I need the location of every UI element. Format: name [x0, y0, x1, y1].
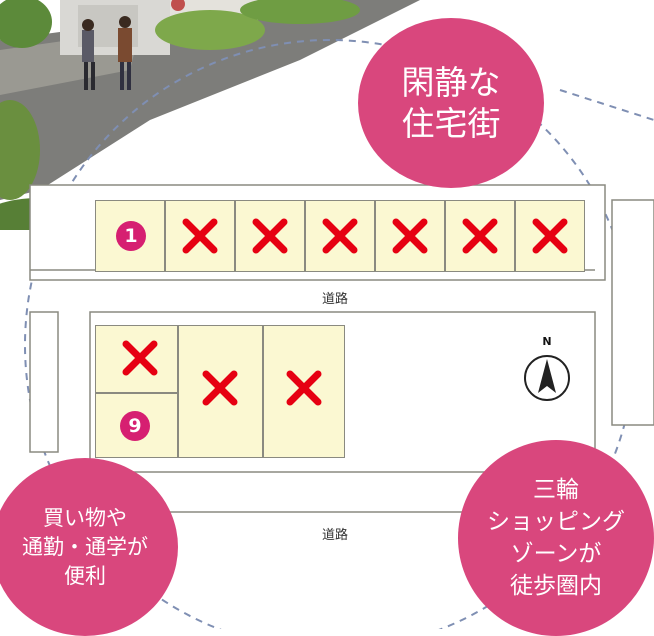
- bubble-line: ゾーンが: [510, 541, 602, 567]
- lot-9[interactable]: 9: [95, 393, 178, 458]
- sold-cross-icon: [182, 218, 218, 254]
- callout-line: [559, 89, 654, 121]
- compass-arrow-icon: [524, 355, 570, 401]
- sold-cross-icon: [462, 218, 498, 254]
- sold-cross-icon: [252, 218, 288, 254]
- road-label-lower: 道路: [322, 528, 349, 543]
- sold-cross-icon: [532, 218, 568, 254]
- lot-7[interactable]: [515, 200, 585, 272]
- miwa-shopping-zone-bubble: 三輪 ショッピング ゾーンが 徒歩圏内: [458, 440, 654, 636]
- road-label-upper: 道路: [322, 292, 349, 307]
- bubble-line: 閑静な: [401, 63, 501, 102]
- sold-cross-icon: [286, 370, 322, 406]
- lot-1[interactable]: 1: [95, 200, 165, 272]
- sold-cross-icon: [122, 340, 158, 376]
- bubble-line: 住宅街: [401, 104, 501, 143]
- sold-cross-icon: [392, 218, 428, 254]
- north-compass: N: [519, 335, 575, 411]
- compass-label: N: [542, 335, 552, 348]
- lot-number: 9: [120, 411, 150, 441]
- bubble-line: 三輪: [533, 477, 579, 503]
- shopping-convenience-bubble: 買い物や 通勤・通学が 便利: [0, 458, 178, 636]
- sold-cross-icon: [202, 370, 238, 406]
- bubble-line: 便利: [64, 563, 106, 588]
- bubble-line: 徒歩圏内: [510, 573, 602, 599]
- bubble-line: 通勤・通学が: [22, 534, 148, 559]
- bubble-line: 買い物や: [43, 505, 127, 530]
- sold-cross-icon: [322, 218, 358, 254]
- quiet-residential-bubble: 閑静な 住宅街: [358, 18, 544, 188]
- bubble-line: ショッピング: [487, 509, 625, 535]
- lot-number: 1: [116, 221, 146, 251]
